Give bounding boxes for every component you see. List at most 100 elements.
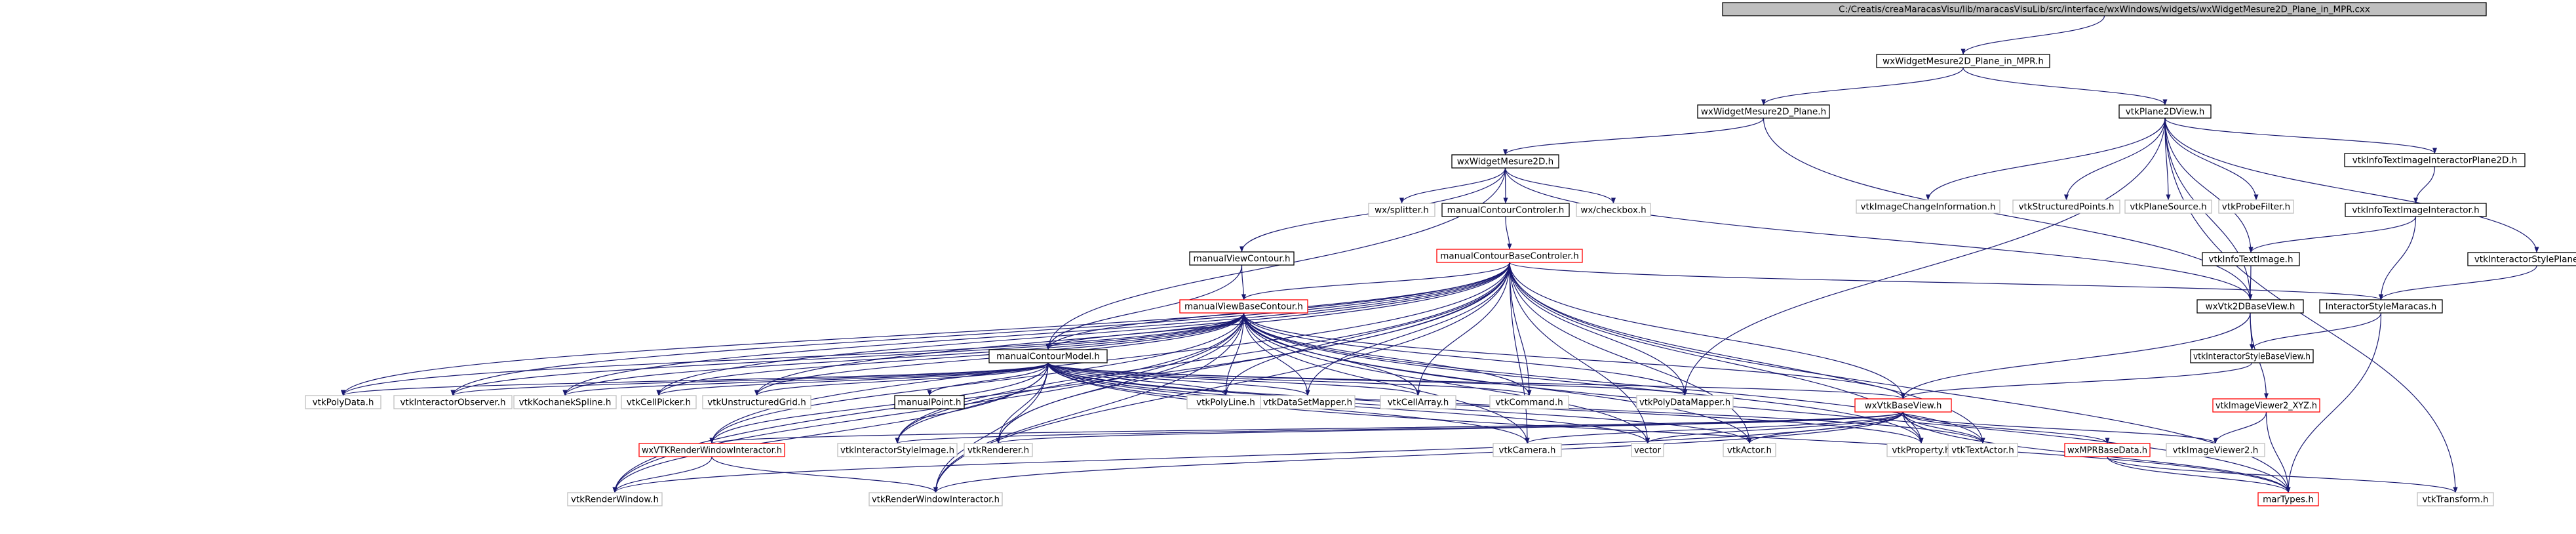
edge-mcm-to-vpdm <box>1047 362 1687 396</box>
node-box <box>2257 492 2319 506</box>
node-label: vtkInfoTextImageInteractor.h <box>2352 205 2479 216</box>
node-ism[interactable]: InteractorStyleMaracas.h <box>2319 299 2443 314</box>
node-box <box>2218 199 2294 214</box>
edge-wvbv-to-vren <box>996 411 1904 444</box>
node-vitip2d[interactable]: vtkInfoTextImageInteractorPlane2D.h <box>2344 153 2526 167</box>
edge-mcbc-to-vio <box>450 262 1510 396</box>
node-box <box>2166 443 2265 457</box>
edge-wm2d-to-split <box>1399 167 1506 204</box>
node-box <box>1723 443 1776 457</box>
edge-wmbd-to-vtr <box>2107 456 2458 493</box>
edge-mvc-to-mvbc <box>1241 264 1246 300</box>
edge-mcbc-to-vpd <box>341 262 1510 396</box>
node-label: vtkImageViewer2.h <box>2173 445 2259 456</box>
edge-mvbc-to-vren <box>996 312 1245 444</box>
node-box <box>1576 203 1651 217</box>
node-visp2d[interactable]: vtkInteractorStylePlane2D.h <box>2467 252 2576 266</box>
edge-mcbc-to-vdsm <box>1305 262 1510 396</box>
node-label: vtkUnstructuredGrid.h <box>707 398 806 408</box>
node-box <box>1451 154 1559 169</box>
node-vcp: vtkCellPicker.h <box>621 395 697 409</box>
node-box <box>305 395 381 409</box>
edge-mcbc-to-vcmd <box>1509 262 1532 396</box>
node-label: vtkPolyLine.h <box>1196 398 1255 408</box>
edge-wmp-to-wv2d <box>1763 117 2253 300</box>
node-wvtkrwi[interactable]: wxVTKRenderWindowInteractor.h <box>638 443 785 457</box>
node-mvc[interactable]: manualViewContour.h <box>1189 251 1295 266</box>
node-box <box>2118 104 2212 119</box>
node-vpdm: vtkPolyDataMapper.h <box>1636 395 1734 409</box>
edge-mcbc-to-vcam <box>1509 262 1530 444</box>
node-wvbv[interactable]: wxVtkBaseView.h <box>1854 398 1952 413</box>
node-label: manualContourModel.h <box>996 352 1100 362</box>
node-box <box>1856 199 2000 214</box>
node-vks: vtkKochanekSpline.h <box>513 395 617 409</box>
edge-vi2x-to-mt <box>2265 411 2291 493</box>
node-wmbd[interactable]: wxMPRBaseData.h <box>2064 443 2151 457</box>
edge-mcm-to-vpd <box>341 362 1049 396</box>
edge-wvbv-to-vrwi <box>933 411 1904 493</box>
edge-vp2d-to-vpf <box>2164 117 2259 201</box>
node-wmpr[interactable]: wxWidgetMesure2D_Plane_in_MPR.h <box>1876 54 2050 68</box>
node-label: vtkImageChangeInformation.h <box>1860 202 1995 213</box>
node-label: wxMPRBaseData.h <box>2067 445 2147 456</box>
node-wmp[interactable]: wxWidgetMesure2D_Plane.h <box>1697 104 1830 119</box>
node-vpd: vtkPolyData.h <box>305 395 381 409</box>
node-label: wxVtk2DBaseView.h <box>2206 302 2295 312</box>
node-box <box>2196 299 2304 314</box>
node-vitii[interactable]: vtkInfoTextImageInteractor.h <box>2345 203 2487 217</box>
node-box <box>1380 395 1456 409</box>
node-label: InteractorStyleMaracas.h <box>2326 302 2437 312</box>
edge-wvbv-to-vec <box>1645 411 1904 444</box>
node-box <box>513 395 617 409</box>
node-viti[interactable]: vtkInfoTextImage.h <box>2202 252 2300 266</box>
node-box <box>868 492 1003 506</box>
node-label: vtkCellPicker.h <box>627 398 691 408</box>
node-mp[interactable]: manualPoint.h <box>894 395 965 409</box>
node-mvbc[interactable]: manualViewBaseContour.h <box>1179 299 1308 314</box>
edge-mcm-to-vrw <box>612 362 1049 493</box>
node-vcmd: vtkCommand.h <box>1489 395 1569 409</box>
node-box <box>1179 299 1308 314</box>
node-label: vtkPolyData.h <box>313 398 374 408</box>
node-label: vtkStructuredPoints.h <box>2019 202 2115 213</box>
node-vca: vtkCellArray.h <box>1380 395 1456 409</box>
node-label: vtkCellArray.h <box>1388 398 1449 408</box>
node-mcbc[interactable]: manualContourBaseControler.h <box>1436 249 1583 263</box>
node-mcm[interactable]: manualContourModel.h <box>988 349 1108 363</box>
node-box <box>2190 349 2314 363</box>
node-mcc[interactable]: manualContourControler.h <box>1441 203 1570 217</box>
edge-vi2x-to-vi2 <box>2213 411 2267 444</box>
node-box <box>2202 252 2300 266</box>
node-vici: vtkImageChangeInformation.h <box>1856 199 2000 214</box>
node-visbv[interactable]: vtkInteractorStyleBaseView.h <box>2190 349 2314 363</box>
edge-mcbc-to-ism <box>1509 262 2383 300</box>
edge-mcbc-to-vpl <box>1223 262 1510 396</box>
node-vi2x[interactable]: vtkImageViewer2_XYZ.h <box>2212 398 2320 413</box>
node-vact: vtkActor.h <box>1723 443 1776 457</box>
node-box <box>837 443 958 457</box>
edge-mcbc-to-wvtkrwi <box>709 262 1510 444</box>
node-vcam: vtkCamera.h <box>1493 443 1562 457</box>
edge-wm2d-to-chk <box>1504 167 1616 204</box>
node-mt[interactable]: marTypes.h <box>2257 492 2319 506</box>
node-box <box>2345 203 2487 217</box>
edge-mcbc-to-vpdm <box>1509 262 1687 396</box>
node-root[interactable]: C:/Creatis/creaMaracasVisu/lib/maracasVi… <box>1722 2 2487 16</box>
node-vp2d[interactable]: vtkPlane2DView.h <box>2118 104 2212 119</box>
edge-wvbv-to-vcam <box>1525 411 1904 444</box>
edge-mvbc-to-wvtkrwi <box>709 312 1245 444</box>
node-label: vtkRenderer.h <box>967 445 1029 456</box>
edge-wm2d-to-wv2d <box>1504 167 2253 300</box>
edge-vp2d-to-vsp <box>2064 117 2166 201</box>
node-box <box>1368 203 1435 217</box>
node-wm2d[interactable]: wxWidgetMesure2D.h <box>1451 154 1559 169</box>
node-label: vtkImageViewer2_XYZ.h <box>2215 401 2317 411</box>
edge-vp2d-to-vtr <box>2164 117 2458 493</box>
node-label: wxWidgetMesure2D.h <box>1457 157 1554 167</box>
edge-mcbc-to-wvbv <box>1509 262 1905 400</box>
node-wv2d[interactable]: wxVtk2DBaseView.h <box>2196 299 2304 314</box>
edge-mcbc-to-vks <box>562 262 1510 396</box>
node-vio: vtkInteractorObserver.h <box>393 395 513 409</box>
node-box <box>2319 299 2443 314</box>
